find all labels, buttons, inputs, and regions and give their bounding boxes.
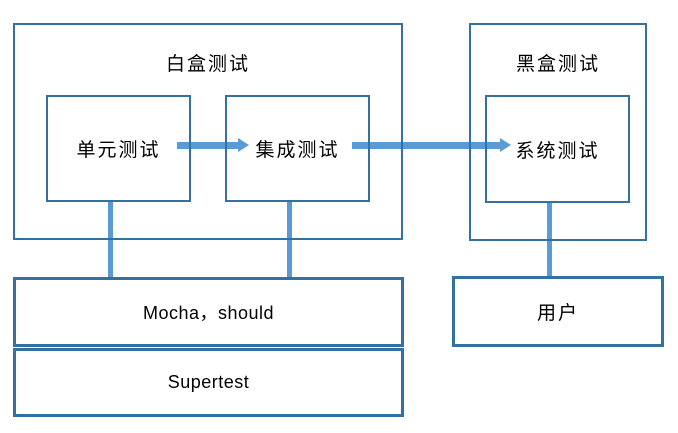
node-supertest: Supertest — [13, 348, 404, 417]
arrow-unit-to-integration-shaft — [177, 142, 238, 149]
node-mocha-should: Mocha，should — [13, 277, 404, 347]
node-integration-test: 集成测试 — [225, 95, 370, 202]
node-unit-test-label: 单元测试 — [76, 140, 161, 161]
node-user-label: 用户 — [536, 303, 579, 324]
arrow-unit-to-integration-head — [238, 138, 249, 152]
group-white-box-label: 白盒测试 — [165, 54, 250, 75]
node-system-test: 系统测试 — [485, 95, 630, 203]
node-system-test-label: 系统测试 — [515, 140, 600, 162]
node-supertest-label: Supertest — [167, 372, 250, 392]
group-white-box-testing: 白盒测试 — [13, 23, 403, 240]
node-mocha-should-label: Mocha，should — [142, 303, 275, 323]
node-unit-test: 单元测试 — [46, 95, 191, 202]
node-integration-test-label: 集成测试 — [255, 140, 340, 161]
group-black-box-label: 黑盒测试 — [515, 54, 600, 75]
arrow-integration-to-system-head — [500, 138, 511, 152]
arrow-integration-to-system-shaft — [352, 142, 500, 149]
node-user: 用户 — [452, 276, 664, 347]
group-black-box-testing: 黑盒测试 — [469, 23, 647, 241]
